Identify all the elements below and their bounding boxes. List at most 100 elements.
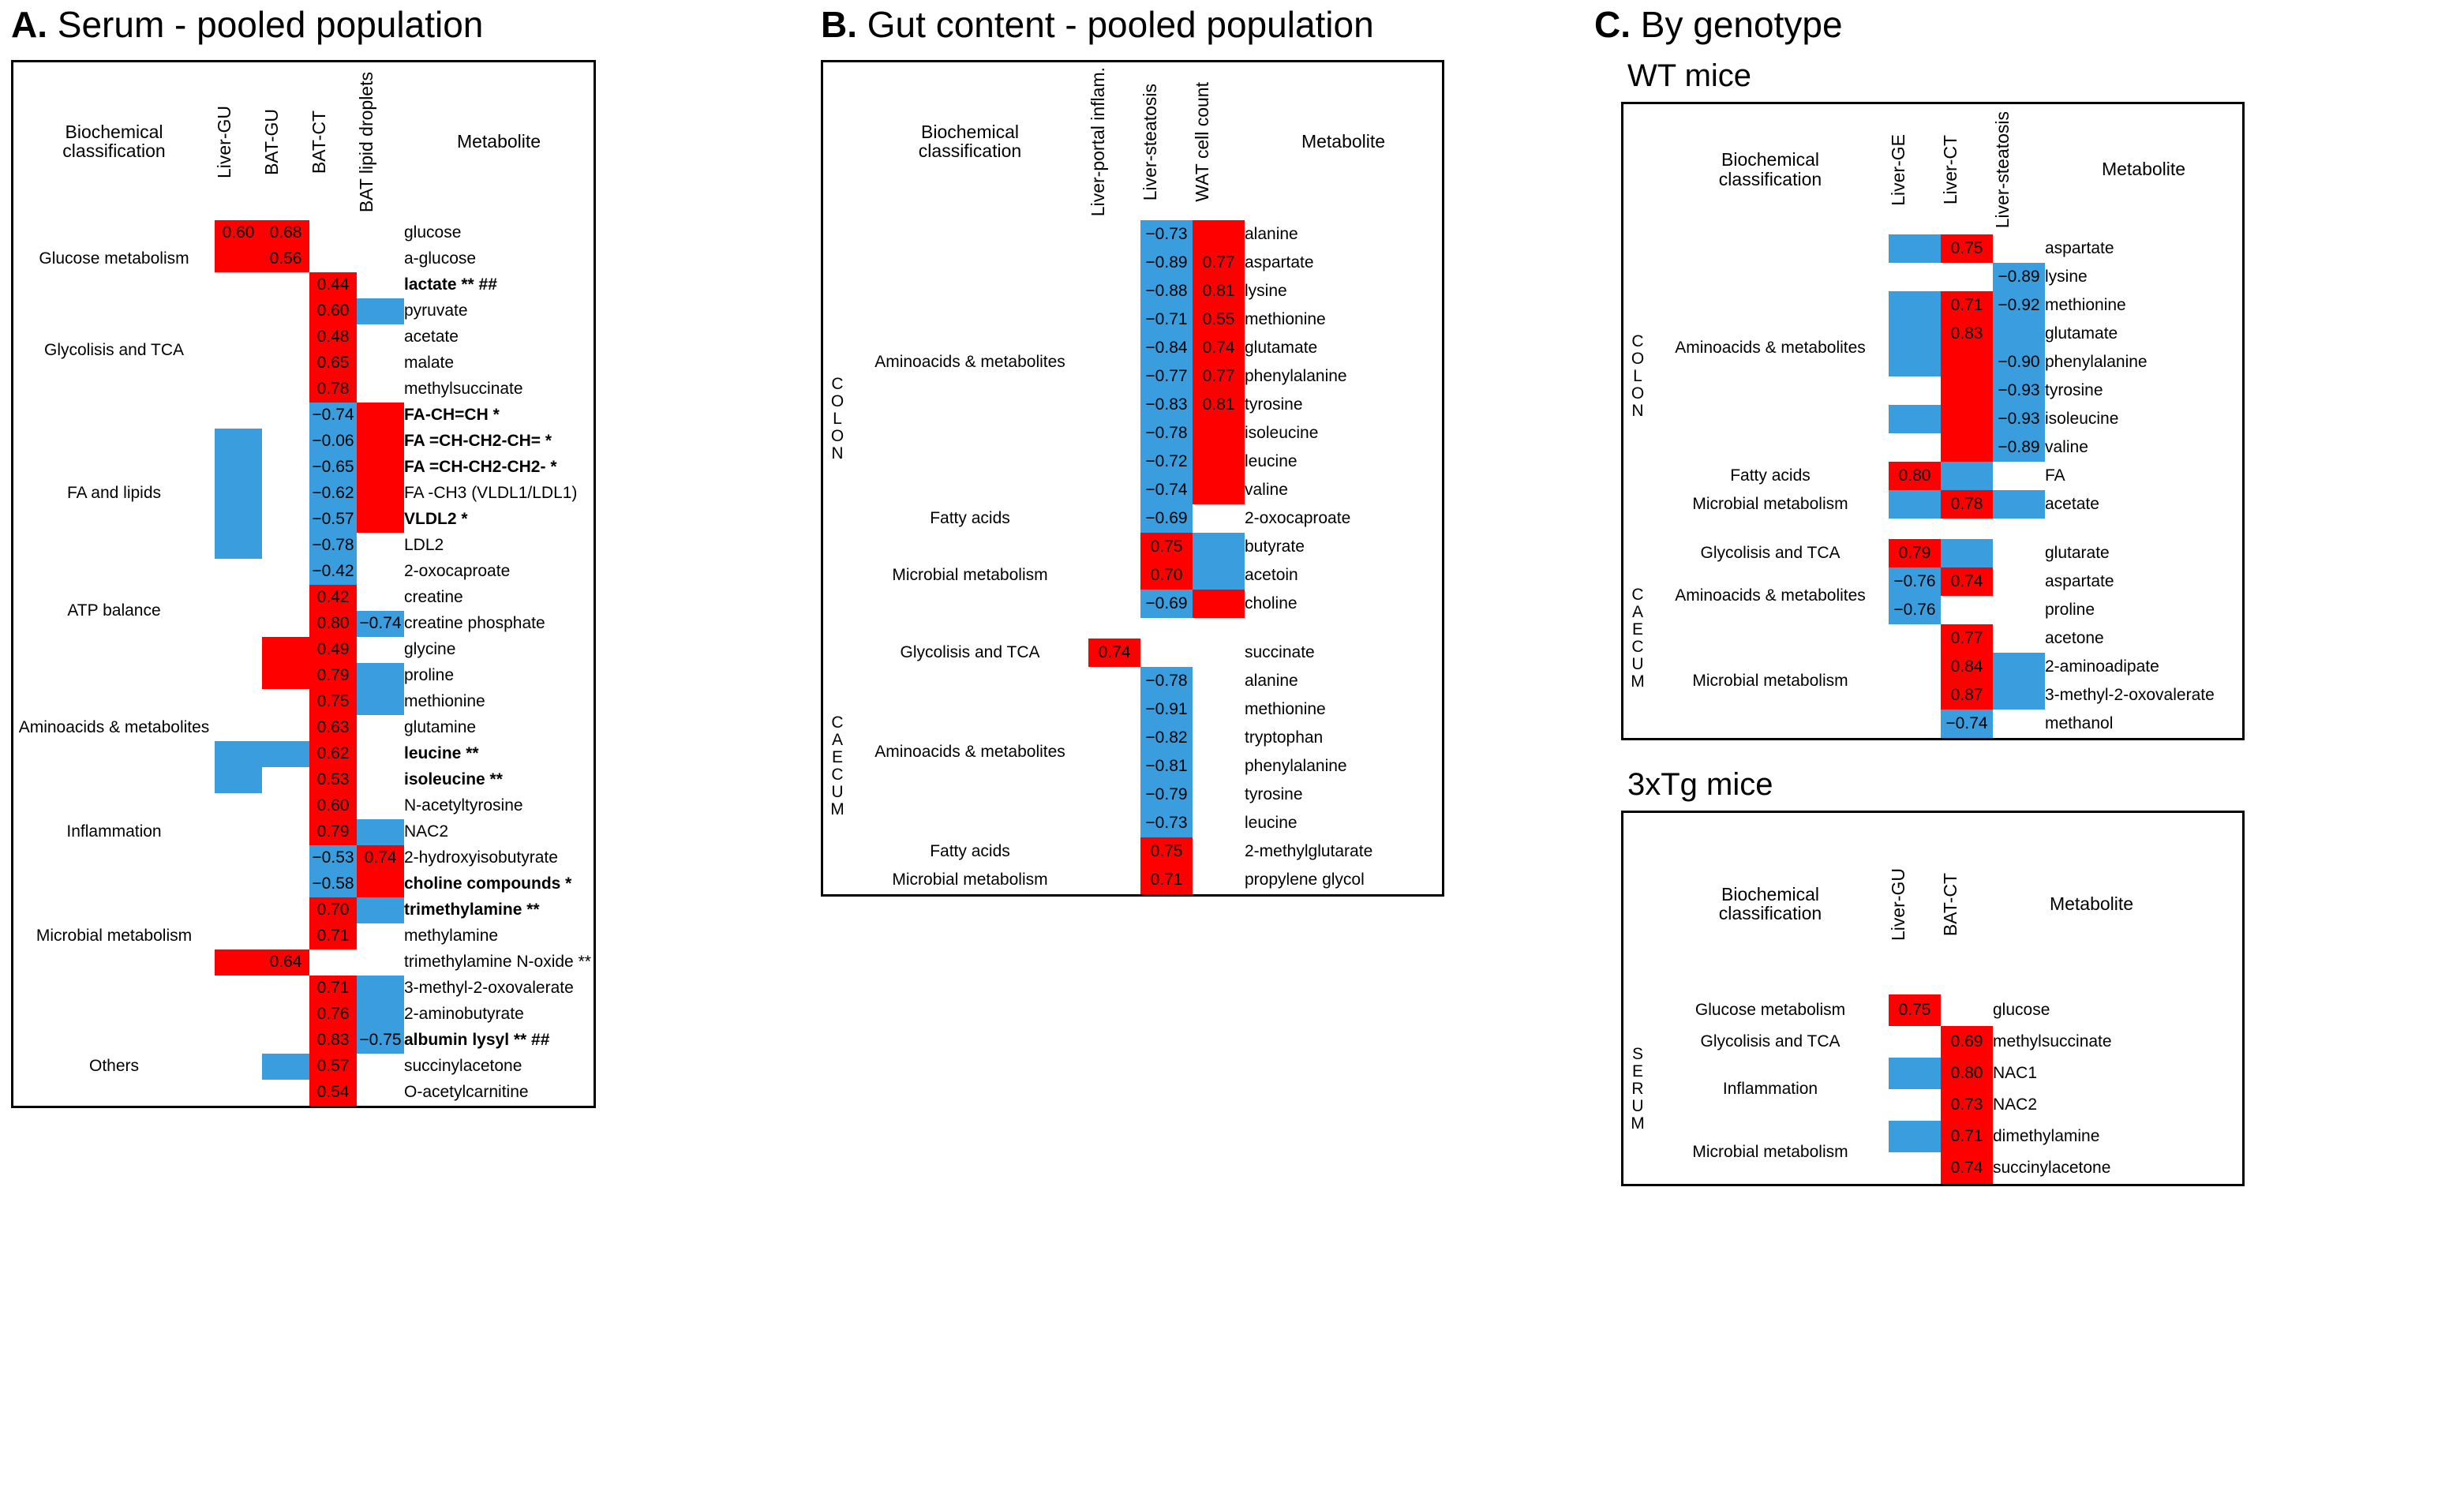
heat-cell: 0.81 [1193, 277, 1245, 305]
heat-cell: 0.76 [309, 1002, 357, 1028]
heat-cell: 0.60 [309, 298, 357, 324]
heat-cell [215, 793, 262, 819]
heat-cell [357, 689, 404, 715]
metabolite-label: succinylacetone [404, 1057, 522, 1076]
heat-cell: 0.63 [309, 715, 357, 741]
metabolite-label: leucine [1245, 813, 1298, 832]
heat-cell [215, 403, 262, 429]
heat-cell: 0.54 [309, 1080, 357, 1106]
metabolite-label: methionine [404, 692, 485, 711]
biochemical-group-label: Microbial metabolism [36, 927, 193, 946]
bc-line1: Biochemical [65, 121, 163, 142]
heat-cell [215, 376, 262, 403]
heat-cell [1193, 639, 1245, 667]
heat-cell [1889, 681, 1941, 710]
heat-cell [1941, 539, 1993, 567]
heat-cell: −0.74 [1140, 476, 1193, 504]
heat-cell: 0.78 [309, 376, 357, 403]
metabolite-label: leucine [1245, 451, 1298, 470]
heat-cell [1941, 263, 1993, 291]
biochemical-group-label: Glucose metabolism [1694, 1000, 1846, 1019]
tissue-letter: C [1631, 331, 1644, 350]
heat-cell [1993, 681, 2045, 710]
heat-cell [1088, 391, 1140, 419]
heat-cell [215, 663, 262, 689]
heat-cell [262, 741, 309, 767]
heat-cell: 0.57 [309, 1054, 357, 1080]
heat-cell: −0.57 [309, 507, 357, 533]
heat-cell [215, 1002, 262, 1028]
metabolite-label: isoleucine ** [404, 770, 503, 789]
metabolite-header: Metabolite [1301, 130, 1386, 152]
heat-cell [215, 559, 262, 585]
panel-c-wt-subtitle: WT mice [1627, 58, 1752, 93]
metabolite-label: aspartate [1245, 253, 1314, 272]
heat-cell [215, 897, 262, 923]
heat-cell: −0.73 [1140, 220, 1193, 249]
heat-cell: 0.42 [309, 585, 357, 611]
heat-cell [262, 403, 309, 429]
metabolite-label: methionine [1245, 309, 1326, 328]
metabolite-label: pyruvate [404, 301, 468, 320]
metabolite-label: succinylacetone [1993, 1158, 2111, 1177]
heat-cell: −0.76 [1889, 596, 1941, 624]
heat-cell [1993, 234, 2045, 263]
heat-cell: 0.60 [215, 220, 262, 246]
heat-cell: 0.60 [309, 793, 357, 819]
heat-cell [1140, 639, 1193, 667]
metabolite-label: glutamine [404, 718, 477, 737]
heat-cell: −0.89 [1993, 263, 2045, 291]
heat-cell [1993, 462, 2045, 490]
heat-cell [1088, 476, 1140, 504]
panel-c-letter: C. [1594, 4, 1631, 45]
heat-cell [357, 1080, 404, 1106]
heat-cell [357, 976, 404, 1002]
heat-cell [215, 819, 262, 845]
metabolite-label: glutamate [1245, 338, 1318, 357]
heat-cell: 0.49 [309, 637, 357, 663]
heat-cell: −0.88 [1140, 277, 1193, 305]
metabolite-label: tyrosine [1245, 395, 1303, 414]
metabolite-label: trimethylamine ** [404, 901, 540, 919]
heat-cell: 0.69 [1941, 1026, 1993, 1058]
heat-cell [262, 689, 309, 715]
panel-b-title-text: Gut content - pooled population [857, 4, 1374, 45]
heat-cell [1193, 809, 1245, 837]
heat-cell [357, 507, 404, 533]
tissue-letter: U [831, 783, 844, 802]
biochemical-group-label: Aminoacids & metabolites [1675, 586, 1866, 605]
heat-cell [215, 689, 262, 715]
heat-cell [357, 949, 404, 976]
heat-cell: −0.65 [309, 455, 357, 481]
heat-cell: −0.69 [1140, 590, 1193, 618]
heat-cell [1088, 752, 1140, 781]
tissue-letter: L [1633, 366, 1642, 385]
heat-cell [215, 949, 262, 976]
heat-cell [1889, 1058, 1941, 1089]
metabolite-label: 3-methyl-2-oxovalerate [2045, 685, 2215, 704]
bc-line2: classification [918, 140, 1022, 161]
heat-cell: −0.89 [1140, 249, 1193, 277]
heat-cell: −0.42 [309, 559, 357, 585]
heat-cell [1193, 752, 1245, 781]
heat-cell [1193, 476, 1245, 504]
heat-cell: −0.73 [1140, 809, 1193, 837]
biochemical-group-label: Glycolisis and TCA [43, 340, 184, 359]
